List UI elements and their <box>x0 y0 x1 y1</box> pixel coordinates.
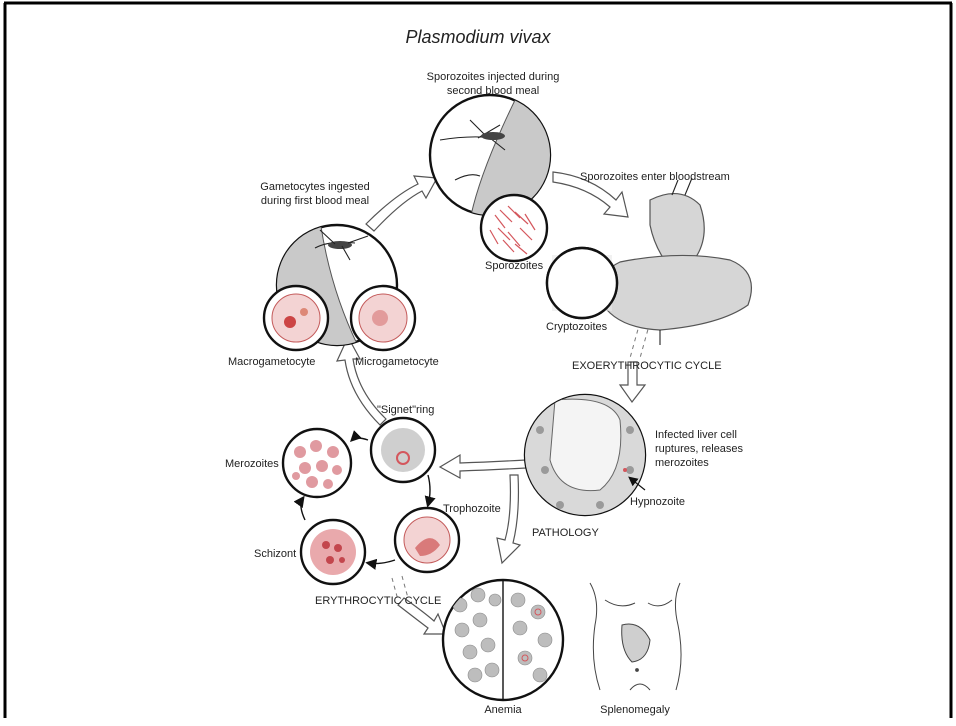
label-microgametocyte: Microgametocyte <box>355 356 439 368</box>
label-macrogametocyte: Macrogametocyte <box>228 356 315 368</box>
diagram-title: Plasmodium vivax <box>405 27 551 47</box>
label-erythrocytic: ERYTHROCYTIC CYCLE <box>315 595 441 607</box>
label-gametocytes-ingested-2: during first blood meal <box>261 195 369 207</box>
label-cryptozoites: Cryptozoites <box>546 321 608 333</box>
label-signet-ring: "Signet"ring <box>377 404 434 416</box>
label-trophozoite: Trophozoite <box>443 503 501 515</box>
label-pathology: PATHOLOGY <box>532 527 599 539</box>
arrow-pathology <box>497 475 520 563</box>
label-splenomegaly: Splenomegaly <box>600 704 670 716</box>
sporozoites-circle <box>481 195 547 261</box>
signet-ring-circle <box>371 418 435 482</box>
label-infected-liver-3: merozoites <box>655 457 709 469</box>
splenomegaly-torso <box>590 583 681 690</box>
label-merozoites: Merozoites <box>225 458 279 470</box>
label-sporozoites-enter: Sporozoites enter bloodstream <box>580 171 730 183</box>
label-infected-liver-1: Infected liver cell <box>655 429 737 441</box>
label-sporozoites-injected-2: second blood meal <box>447 85 539 97</box>
label-anemia: Anemia <box>484 704 522 716</box>
label-exoerythrocytic: EXOERYTHROCYTIC CYCLE <box>572 360 722 372</box>
anemia-circle <box>443 580 563 700</box>
schizont-circle <box>301 520 365 584</box>
microgametocyte-circle <box>351 286 415 350</box>
arrow-to-top <box>366 176 437 231</box>
label-sporozoites-injected-1: Sporozoites injected during <box>427 71 560 83</box>
label-gametocytes-ingested-1: Gametocytes ingested <box>260 181 369 193</box>
merozoites-circle <box>283 429 351 497</box>
trophozoite-circle <box>395 508 459 572</box>
label-schizont: Schizont <box>254 548 296 560</box>
label-sporozoites: Sporozoites <box>485 260 544 272</box>
label-hypnozoite: Hypnozoite <box>630 496 685 508</box>
label-infected-liver-2: ruptures, releases <box>655 443 744 455</box>
cryptozoites-circle <box>547 248 617 318</box>
macrogametocyte-circle <box>264 286 328 350</box>
